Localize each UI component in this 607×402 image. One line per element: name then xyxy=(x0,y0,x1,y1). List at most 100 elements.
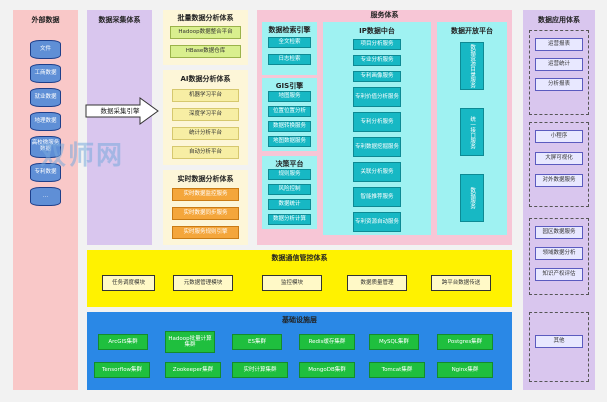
infra-item-zookeeper: Zookeeper集群 xyxy=(165,362,221,378)
governance-title: 数据通信管控体系 xyxy=(271,254,328,262)
collection-arrow-icon xyxy=(85,97,159,125)
collection-engine-label: 数据采集引擎 xyxy=(100,107,140,115)
decision-item-calc: 数据分析计算 xyxy=(268,214,311,225)
external-data-title: 外部数据 xyxy=(31,16,60,24)
collection-title: 数据采集体系 xyxy=(98,16,141,24)
ai-item-ml: 机器学习平台 xyxy=(172,89,239,102)
apps-item-other: 其他 xyxy=(535,335,583,348)
ai-item-stat: 统计分析平台 xyxy=(172,127,239,140)
open-item-data: 数据服务 xyxy=(460,174,484,222)
apps-group-channels xyxy=(529,122,589,207)
ip-item-auto: 专利资源自动服务 xyxy=(353,212,401,232)
open-platform-title: 数据开放平台 xyxy=(451,27,493,35)
realtime-item-sync: 实时数据同步服务 xyxy=(172,207,239,220)
governance-panel: 数据通信管控体系 任务调度模块 元数据管理模块 监控模块 数据质量管理 跨平台数… xyxy=(87,250,512,307)
search-engine-panel: 数据检索引擎 全文检索 日志检索 xyxy=(262,22,317,75)
decision-title: 决策平台 xyxy=(275,160,304,168)
apps-item-ip-eval: 知识产权评估 xyxy=(535,268,583,281)
batch-title: 批量数据分析体系 xyxy=(177,14,234,22)
batch-item-hbase: HBase数据仓库 xyxy=(170,45,241,58)
apps-item-park: 园区数据服务 xyxy=(535,226,583,239)
infra-item-postgres: Postgres集群 xyxy=(437,334,493,350)
decision-item-stats: 数据统计 xyxy=(268,199,311,210)
ip-item-value: 专利价值分析服务 xyxy=(353,87,401,107)
infra-item-tomcat: Tomcat集群 xyxy=(369,362,425,378)
ip-item-recommend: 智能推荐服务 xyxy=(353,187,401,207)
infra-panel: 基础设施层 ArcGIS集群 Hadoop批量计算集群 ES集群 Redis缓存… xyxy=(87,312,512,390)
apps-title: 数据应用体系 xyxy=(538,16,580,24)
infra-item-nginx: Nginx集群 xyxy=(437,362,493,378)
batch-panel: 批量数据分析体系 Hadoop数据整合平台 HBase数据仓库 xyxy=(163,10,248,65)
external-data-panel: 外部数据 文件 工商数据 就业数据 地理数据 高校微服务数据 专利数据 ... xyxy=(13,10,78,390)
apps-panel: 数据应用体系 运营报表 运营统计 分析报表 小程序 大屏可视化 对外数据服务 园… xyxy=(523,10,595,390)
ai-item-auto: 自动分析平台 xyxy=(172,146,239,159)
infra-item-mongodb: MongoDB集群 xyxy=(299,362,355,378)
infra-item-redis: Redis缓存集群 xyxy=(299,334,355,350)
open-platform-panel: 数据开放平台 数据资源目录服务 统一接口服务 数据服务 xyxy=(437,22,507,235)
external-item-file: 文件 xyxy=(30,40,61,59)
realtime-panel: 实时数据分析体系 实时数据监控服务 实时数据同步服务 实时服务规则引擎 xyxy=(163,170,248,245)
realtime-title: 实时数据分析体系 xyxy=(177,175,234,183)
gis-item-convert: 数据转换服务 xyxy=(268,121,311,132)
apps-item-ops-stats: 运营统计 xyxy=(535,58,583,71)
external-item-more: ... xyxy=(30,187,61,206)
infra-item-hadoop: Hadoop批量计算集群 xyxy=(165,331,215,353)
governance-item-monitor: 监控模块 xyxy=(262,275,322,291)
search-item-log: 日志检索 xyxy=(268,54,311,65)
infra-item-arcgis: ArcGIS集群 xyxy=(98,334,148,350)
collection-panel: 数据采集体系 xyxy=(87,10,152,245)
governance-item-scheduler: 任务调度模块 xyxy=(102,275,155,291)
ai-item-dl: 深度学习平台 xyxy=(172,108,239,121)
infra-item-realtime: 实时计算集群 xyxy=(232,362,288,378)
gis-engine-panel: GIS引擎 地图服务 位置位置分析 数据转换服务 地图数据服务 xyxy=(262,78,317,151)
infra-item-es: ES集群 xyxy=(232,334,282,350)
realtime-item-rules: 实时服务规则引擎 xyxy=(172,226,239,239)
infra-item-mysql: MySQL集群 xyxy=(369,334,419,350)
external-item-patent: 专利数据 xyxy=(30,163,61,182)
ip-platform-title: IP数据中台 xyxy=(359,27,395,35)
apps-group-other xyxy=(529,312,589,382)
gis-item-mapdata: 地图数据服务 xyxy=(268,136,311,147)
governance-item-quality: 数据质量管理 xyxy=(347,275,407,291)
apps-item-external: 对外数据服务 xyxy=(535,174,583,187)
gis-engine-title: GIS引擎 xyxy=(275,82,304,90)
apps-item-miniapp: 小程序 xyxy=(535,130,583,143)
ai-panel: AI数据分析体系 机器学习平台 深度学习平台 统计分析平台 自动分析平台 xyxy=(163,70,248,165)
ip-platform-panel: IP数据中台 项目分析服务 专业分析服务 专利画像服务 专利价值分析服务 专利分… xyxy=(323,22,431,235)
ip-item-major: 专业分析服务 xyxy=(353,55,401,66)
ip-item-portrait: 专利画像服务 xyxy=(353,71,401,82)
gis-item-location: 位置位置分析 xyxy=(268,106,311,117)
governance-item-metadata: 元数据管理模块 xyxy=(173,275,233,291)
ip-item-relation: 关联分析服务 xyxy=(353,162,401,182)
service-panel: 服务体系 数据检索引擎 全文检索 日志检索 GIS引擎 地图服务 位置位置分析 … xyxy=(257,10,512,245)
ip-item-mining: 专利数据挖掘服务 xyxy=(353,137,401,157)
watermark-text: 双师网 xyxy=(40,141,125,171)
external-item-employment: 就业数据 xyxy=(30,88,61,107)
apps-item-analysis-report: 分析报表 xyxy=(535,78,583,91)
decision-item-risk: 风险控制 xyxy=(268,184,311,195)
governance-item-transfer: 跨平台数据传送 xyxy=(431,275,491,291)
gis-item-map: 地图服务 xyxy=(268,91,311,102)
apps-group-services xyxy=(529,218,589,295)
infra-item-tensorflow: Tensorflow集群 xyxy=(94,362,150,378)
apps-item-bigscreen: 大屏可视化 xyxy=(535,152,583,165)
apps-item-domain: 领域数据分析 xyxy=(535,247,583,260)
decision-panel: 决策平台 规则服务 风险控制 数据统计 数据分析计算 xyxy=(262,156,317,229)
service-title: 服务体系 xyxy=(370,11,399,19)
apps-group-reports xyxy=(529,30,589,115)
ip-item-analysis: 专利分析服务 xyxy=(353,112,401,132)
external-item-college: 高校微服务数据 xyxy=(30,136,61,158)
infra-title: 基础设施层 xyxy=(282,316,317,324)
external-item-business: 工商数据 xyxy=(30,64,61,83)
open-item-catalog: 数据资源目录服务 xyxy=(460,42,484,90)
apps-item-ops-report: 运营报表 xyxy=(535,38,583,51)
open-item-api: 统一接口服务 xyxy=(460,108,484,156)
ip-item-project: 项目分析服务 xyxy=(353,39,401,50)
ai-title: AI数据分析体系 xyxy=(180,75,231,83)
search-item-fulltext: 全文检索 xyxy=(268,37,311,48)
external-item-geo: 地理数据 xyxy=(30,112,61,131)
search-engine-title: 数据检索引擎 xyxy=(268,26,311,34)
realtime-item-monitor: 实时数据监控服务 xyxy=(172,188,239,201)
decision-item-rules: 规则服务 xyxy=(268,169,311,180)
batch-item-hadoop: Hadoop数据整合平台 xyxy=(170,26,241,39)
